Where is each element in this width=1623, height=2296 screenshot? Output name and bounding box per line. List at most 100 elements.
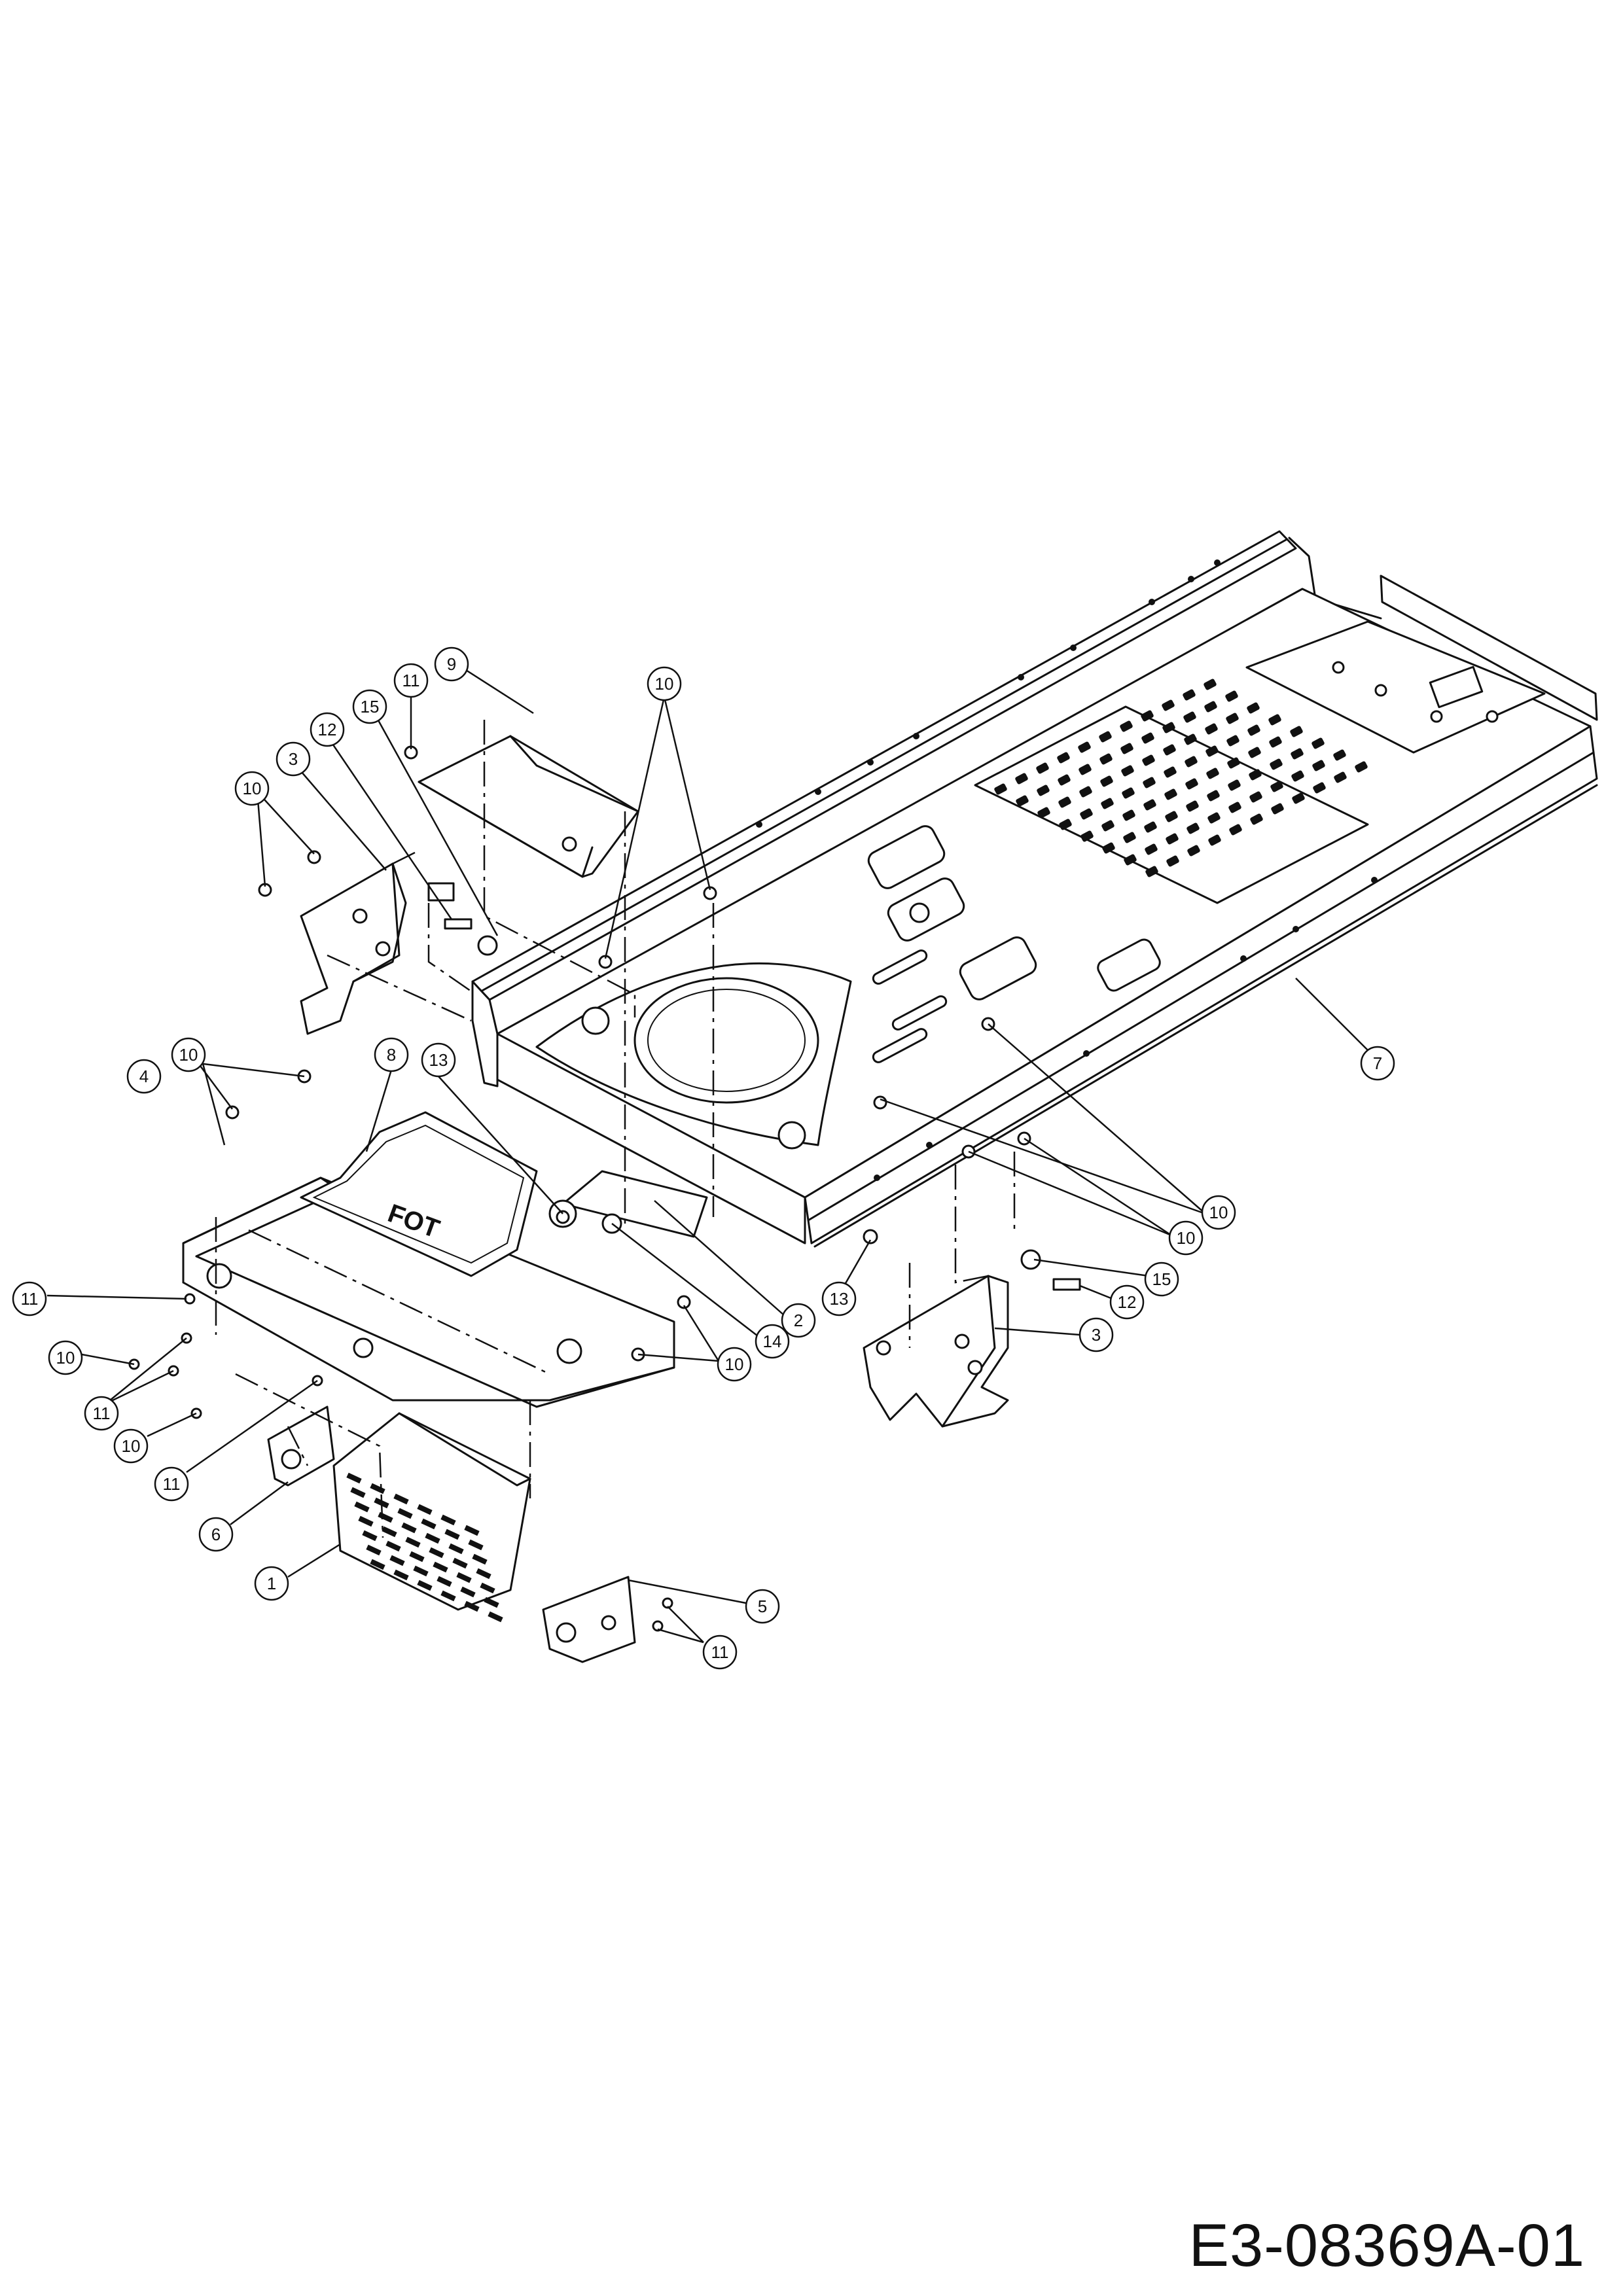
grille-hole <box>1204 679 1217 690</box>
vent-slot <box>350 1487 366 1498</box>
main-frame-part <box>471 530 1598 1248</box>
grille-hole <box>1226 735 1240 747</box>
grille-hole <box>1124 854 1137 866</box>
grille-hole <box>1057 752 1070 764</box>
grille-hole <box>1226 713 1239 724</box>
grille-hole <box>1142 754 1155 766</box>
perforated-grille <box>994 679 1368 877</box>
vent-slot <box>401 1522 417 1534</box>
grille-hole <box>1204 701 1217 713</box>
grille-hole <box>1185 756 1198 768</box>
callout-11: 11 <box>84 1396 119 1431</box>
svg-text:13: 13 <box>830 1289 849 1309</box>
grille-hole <box>1227 757 1240 769</box>
svg-text:14: 14 <box>763 1332 782 1351</box>
grille-hole <box>1290 726 1303 737</box>
grille-hole <box>1164 788 1177 800</box>
grille-hole <box>1205 745 1219 757</box>
grille-hole <box>1205 723 1218 735</box>
mount-bracket-part-3-left <box>300 862 498 1035</box>
vent-slot <box>444 1528 460 1540</box>
svg-text:12: 12 <box>318 720 337 739</box>
side-bracket-part-6 <box>267 1405 335 1487</box>
vent-slot <box>346 1472 362 1484</box>
svg-text:10: 10 <box>179 1045 198 1065</box>
grille-hole <box>1228 802 1241 813</box>
grille-hole <box>1100 775 1113 787</box>
grille-hole <box>1225 690 1238 702</box>
grille-hole <box>1144 821 1157 833</box>
grille-hole <box>1015 773 1028 785</box>
grille-hole <box>1291 770 1304 782</box>
callout-15: 15 <box>1144 1262 1179 1297</box>
front-grille-part-1 <box>332 1412 531 1623</box>
callout-10: 10 <box>647 666 682 701</box>
side-bracket-part-5 <box>542 1576 636 1663</box>
grille-hole <box>1250 813 1263 825</box>
grille-hole <box>1166 833 1179 845</box>
vent-slot <box>358 1515 374 1527</box>
grille-hole <box>1183 689 1196 701</box>
vent-slot <box>448 1543 464 1555</box>
svg-text:10: 10 <box>122 1436 141 1456</box>
vent-slot <box>452 1557 468 1569</box>
svg-text:15: 15 <box>361 697 380 716</box>
callout-11: 11 <box>702 1634 738 1670</box>
grille-hole <box>1208 834 1221 846</box>
vent-slot <box>354 1501 370 1513</box>
callout-9: 9 <box>434 646 469 682</box>
svg-text:10: 10 <box>243 779 262 798</box>
vent-slot <box>472 1553 488 1565</box>
grille-hole <box>1247 724 1260 736</box>
grille-hole <box>1183 711 1196 723</box>
vent-slot <box>417 1504 433 1515</box>
vent-slot <box>409 1551 425 1563</box>
grille-hole <box>1186 800 1199 812</box>
callout-10: 10 <box>234 771 270 806</box>
drawing-reference-code: E3-08369A-01 <box>1188 2212 1585 2279</box>
vent-slot <box>464 1525 480 1536</box>
grille-hole <box>1122 787 1135 799</box>
grille-hole <box>1164 766 1177 778</box>
callout-bubbles: 9 11 15 12 3 10 10 8 10 4 13 7 10 10 15 … <box>12 646 1395 1670</box>
callout-10: 10 <box>1201 1195 1236 1230</box>
grille-hole <box>1162 722 1175 733</box>
grille-hole <box>1185 778 1198 790</box>
grille-hole <box>1228 779 1241 791</box>
svg-text:12: 12 <box>1118 1292 1137 1312</box>
grille-hole <box>1249 769 1262 781</box>
svg-text:11: 11 <box>163 1474 181 1494</box>
callout-12: 12 <box>1109 1284 1145 1320</box>
grille-hole <box>1036 762 1049 774</box>
grille-hole <box>1313 782 1326 794</box>
vent-slot <box>425 1532 440 1544</box>
vent-slot <box>393 1569 409 1581</box>
grille-hole <box>1249 791 1262 803</box>
grille-hole <box>1058 796 1071 808</box>
callout-12: 12 <box>310 712 345 747</box>
grille-hole <box>1141 732 1154 744</box>
grille-hole <box>1269 736 1282 748</box>
svg-text:9: 9 <box>447 654 456 674</box>
grille-hole <box>1186 822 1200 834</box>
svg-text:3: 3 <box>289 749 298 769</box>
grille-hole <box>1270 781 1283 792</box>
svg-text:10: 10 <box>1177 1228 1196 1248</box>
grille-hole <box>1355 761 1368 773</box>
svg-text:10: 10 <box>725 1354 744 1374</box>
grille-hole <box>1079 764 1092 775</box>
grille-hole <box>1099 753 1113 765</box>
svg-text:2: 2 <box>794 1311 803 1330</box>
grille-hole <box>1184 733 1197 745</box>
grille-hole <box>1141 710 1154 722</box>
callout-11: 11 <box>393 663 429 698</box>
callout-7: 7 <box>1360 1046 1395 1081</box>
grille-hole <box>994 783 1007 795</box>
callout-3: 3 <box>1079 1317 1114 1352</box>
grille-hole <box>1145 843 1158 855</box>
callout-3: 3 <box>276 741 311 777</box>
grille-hole <box>1311 737 1325 749</box>
vent-slot <box>413 1565 429 1577</box>
grille-hole <box>1123 832 1136 843</box>
